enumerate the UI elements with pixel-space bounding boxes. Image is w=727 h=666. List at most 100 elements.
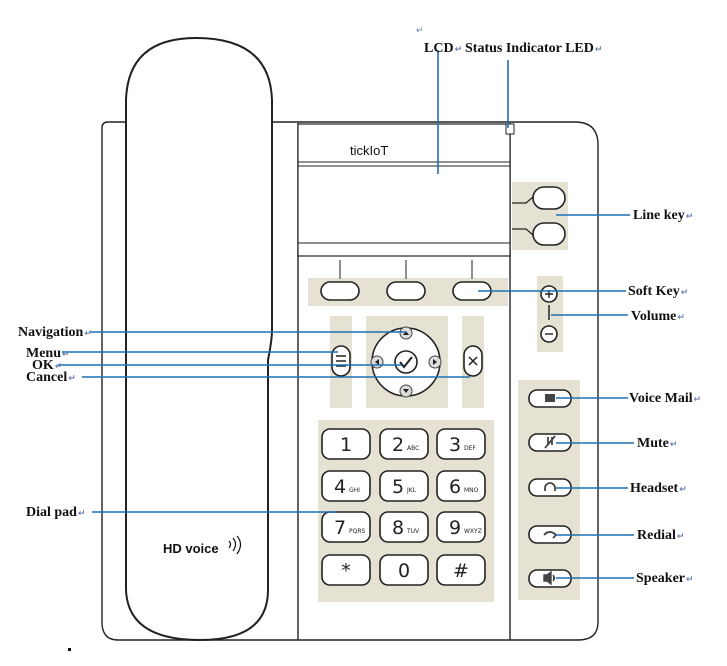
- dial-key-number: 9: [449, 517, 461, 539]
- label-headset: Headset↵: [630, 481, 687, 496]
- dial-key-frame[interactable]: [436, 470, 486, 502]
- dial-key-number: 5: [392, 476, 404, 498]
- dial-key-frame[interactable]: [379, 511, 429, 543]
- label-speaker-text: Speaker↵: [636, 571, 694, 586]
- label-ok: OK↵: [32, 358, 62, 373]
- dial-key-letters: JKL: [406, 487, 417, 494]
- speaker-icon: [543, 570, 556, 586]
- checkmark-icon: [399, 356, 413, 369]
- dial-key-number: 4: [334, 476, 346, 498]
- label-navigation: Navigation↵: [18, 325, 92, 340]
- hd-voice-waves-icon: [228, 535, 242, 555]
- dial-key-number: #: [453, 560, 469, 582]
- dial-key-number: 8: [392, 517, 404, 539]
- soft-key-1[interactable]: [320, 281, 360, 301]
- label-cancel: Cancel↵: [26, 370, 76, 385]
- label-soft-key-text: Soft Key↵: [628, 284, 688, 299]
- menu-icon: [336, 355, 346, 367]
- label-voice-mail: Voice Mail↵: [629, 391, 701, 406]
- dial-key-letters: TUV: [406, 528, 420, 535]
- label-lcd: LCD↵: [424, 41, 462, 56]
- label-volume-text: Volume↵: [631, 309, 685, 324]
- envelope-icon: [545, 394, 555, 402]
- dial-key-number: 2: [392, 434, 404, 456]
- close-icon: [468, 356, 478, 366]
- dial-key-letters: DEF: [464, 445, 476, 452]
- dial-key-frame[interactable]: [379, 428, 429, 460]
- label-mute-text: Mute↵: [637, 436, 677, 451]
- label-ok-text: OK↵: [32, 358, 62, 373]
- label-line-key: Line key↵: [633, 208, 693, 223]
- hd-voice-logo: HD voice: [163, 541, 219, 556]
- lcd-screen-text: tickIoT: [350, 143, 388, 158]
- arrow-right-icon: [433, 359, 437, 365]
- label-soft-key: Soft Key↵: [628, 284, 688, 299]
- mic-mute-icon: [544, 435, 556, 449]
- label-volume: Volume↵: [631, 309, 685, 324]
- dial-key-10[interactable]: 0: [379, 554, 429, 586]
- dial-key-frame[interactable]: [321, 554, 371, 586]
- dial-key-number: *: [341, 560, 351, 582]
- dial-key-number: 3: [449, 434, 461, 456]
- arrow-down-icon: [403, 389, 409, 393]
- label-cancel-text: Cancel↵: [26, 370, 76, 385]
- dial-key-letters: PQRS: [349, 528, 366, 535]
- dial-key-frame[interactable]: [379, 470, 429, 502]
- line-key-2[interactable]: [532, 222, 566, 246]
- dial-key-0[interactable]: 1: [321, 428, 371, 460]
- dial-key-number: 1: [340, 434, 352, 456]
- soft-key-2[interactable]: [386, 281, 426, 301]
- handset: [125, 36, 273, 642]
- stray-dot: [68, 648, 71, 651]
- ok-button[interactable]: [394, 350, 418, 374]
- label-dial-pad: Dial pad↵: [26, 505, 86, 520]
- label-redial-text: Redial↵: [637, 528, 684, 543]
- redial-icon: [543, 531, 557, 539]
- label-menu: Menu↵: [26, 346, 70, 361]
- dial-key-9[interactable]: *: [321, 554, 371, 586]
- dial-key-frame[interactable]: [321, 470, 371, 502]
- dial-key-number: 6: [449, 476, 461, 498]
- label-redial: Redial↵: [637, 528, 684, 543]
- headset-icon: [544, 482, 556, 491]
- dial-key-letters: GHI: [349, 487, 360, 494]
- dial-key-number: 0: [398, 560, 410, 582]
- lcd-screen: [297, 123, 511, 257]
- label-line-key-text: Line key↵: [633, 208, 693, 223]
- label-lcd-text: LCD↵: [424, 41, 462, 56]
- status-led: [505, 123, 515, 135]
- dial-key-number: 7: [334, 517, 346, 539]
- label-status-led-text: Status Indicator LED↵: [465, 41, 602, 56]
- dial-key-11[interactable]: #: [436, 554, 486, 586]
- label-speaker: Speaker↵: [636, 571, 694, 586]
- phone-body: [101, 121, 599, 641]
- dial-key-frame[interactable]: [379, 554, 429, 586]
- label-dial-pad-text: Dial pad↵: [26, 505, 86, 520]
- arrow-up-icon: [403, 331, 409, 335]
- label-menu-text: Menu↵: [26, 346, 70, 361]
- dial-key-letters: MNO: [464, 487, 479, 494]
- dial-key-frame[interactable]: [436, 554, 486, 586]
- dial-key-frame[interactable]: [321, 511, 371, 543]
- arrow-left-icon: [375, 359, 379, 365]
- line-key-1[interactable]: [532, 186, 566, 210]
- label-status-led: Status Indicator LED↵: [465, 41, 602, 56]
- paragraph-mark: ↵: [416, 26, 424, 36]
- label-navigation-text: Navigation↵: [18, 325, 92, 340]
- label-voice-mail-text: Voice Mail↵: [629, 391, 701, 406]
- dial-key-frame[interactable]: [436, 428, 486, 460]
- dial-key-frame[interactable]: [321, 428, 371, 460]
- line-key-brackets: [512, 196, 534, 236]
- dial-key-letters: ABC: [407, 445, 419, 452]
- dial-key-frame[interactable]: [436, 511, 486, 543]
